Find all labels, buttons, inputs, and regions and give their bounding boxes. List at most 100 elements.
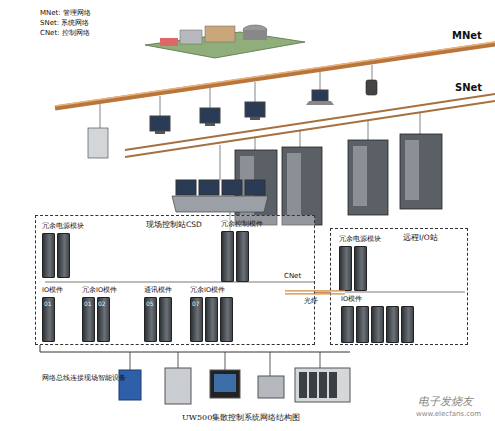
text-label: … [102, 374, 109, 382]
module-label: 冗余控制模件 [221, 220, 281, 229]
module-label: 通讯模件 [144, 286, 184, 295]
module-node: IO模件 [341, 295, 461, 343]
cabinets [235, 134, 442, 225]
device-drop [270, 352, 271, 376]
handheld [366, 80, 377, 95]
device-drop [225, 352, 226, 370]
field-devices [40, 345, 350, 404]
field-device [258, 376, 284, 398]
rack-module [319, 372, 327, 398]
mnet-line [55, 42, 495, 106]
device-drop [178, 352, 179, 368]
drop-lines [100, 65, 420, 234]
cabinet-door [287, 153, 301, 215]
text-label: 02 [98, 300, 106, 307]
cabinet [282, 147, 322, 225]
text-label: 01 [84, 300, 92, 307]
connector-line [315, 292, 330, 293]
laptop-base [306, 101, 334, 105]
console-desk [172, 196, 268, 212]
cabinet [348, 140, 388, 215]
text-label: 网络总线连接现场智能设备 [42, 374, 126, 383]
text-label: 05 [146, 300, 154, 307]
monitor-stand [205, 123, 215, 126]
module-node: 冗余控制模件 [221, 220, 281, 282]
fieldbus-line [40, 352, 350, 353]
text-label: 01 [44, 300, 52, 307]
drop-line [255, 82, 256, 104]
drop-line [255, 137, 256, 150]
module-label: 冗余电源模块 [339, 235, 399, 244]
module-block [341, 306, 354, 343]
device-drop [130, 352, 131, 370]
building [145, 25, 305, 58]
drop-line [320, 72, 321, 92]
module-node: 冗余电源模块 [339, 235, 399, 291]
building-tank [243, 30, 267, 40]
text-label: MNet: 管理网络 [40, 8, 91, 18]
module-node: 通讯模件 [144, 286, 184, 342]
field-device [210, 370, 240, 398]
mnet-line [55, 44, 495, 108]
module-block [236, 231, 249, 282]
fieldbus-line [40, 345, 41, 352]
rack-module [299, 372, 307, 398]
station-box: 现场控制站CSD冗余电源模块冗余控制模件IO模件冗余IO模件通讯模件冗余IO模件 [35, 215, 315, 345]
text-label: SNet: 系统网络 [40, 18, 89, 28]
module-row [341, 304, 461, 343]
module-block [356, 306, 369, 343]
field-device [165, 368, 191, 404]
module-block [42, 233, 55, 278]
monitor-stand [155, 131, 165, 134]
text-label: www.elecfans.com [416, 410, 481, 418]
cabinet-door [405, 140, 419, 200]
drop-line [220, 145, 221, 180]
monitor-stand [250, 117, 260, 120]
module-block [205, 297, 218, 342]
building-block [205, 26, 235, 42]
console-monitor [245, 180, 265, 195]
workstations [88, 80, 377, 158]
module-block [371, 306, 384, 343]
module-node: 冗余IO模件 [190, 286, 250, 342]
operator-console [172, 180, 268, 212]
module-block [159, 297, 172, 342]
drop-line [210, 88, 211, 110]
cabinet [400, 134, 442, 209]
station-heading: 现场控制站CSD [146, 220, 202, 230]
server-tower [88, 128, 108, 158]
rack-module [329, 372, 337, 398]
module-row [42, 231, 112, 278]
module-node: 冗余IO模件 [82, 286, 138, 342]
module-label: 冗余IO模件 [190, 286, 250, 295]
text-label: CNet [284, 272, 301, 280]
caption: UW500集散控制系统网络结构图 [182, 412, 300, 423]
cabinet-door [353, 146, 367, 206]
building-block [180, 30, 202, 44]
monitor [200, 108, 220, 123]
module-block [401, 306, 414, 343]
device-screen [214, 374, 236, 392]
station-box: 远程I/O站冗余电源模块IO模件 [330, 228, 468, 345]
mnet-bus [55, 42, 495, 108]
module-node: IO模件 [42, 286, 76, 342]
console-monitor [222, 180, 242, 195]
text-label: 电子发烧友 [418, 394, 473, 409]
text-label: SNet [455, 82, 482, 93]
module-node: 冗余电源模块 [42, 222, 112, 278]
laptop [312, 90, 328, 101]
module-block [339, 246, 352, 291]
drop-line [100, 104, 101, 130]
edge-label: 光纤 [304, 296, 318, 306]
device-drop [320, 352, 321, 368]
drop-line [300, 130, 301, 147]
text-label: 07 [192, 300, 200, 307]
console-monitor [176, 180, 196, 195]
rack-module [309, 372, 317, 398]
module-block [57, 233, 70, 278]
monitor [245, 102, 265, 117]
module-label: 冗余IO模件 [82, 286, 138, 295]
module-block [221, 231, 234, 282]
building-block [160, 38, 178, 46]
